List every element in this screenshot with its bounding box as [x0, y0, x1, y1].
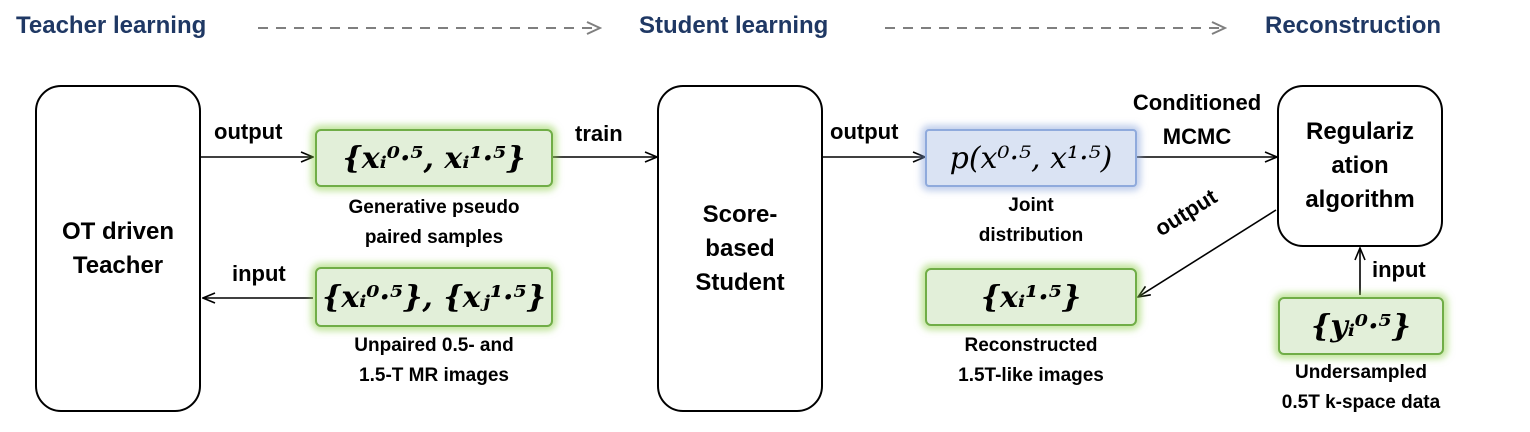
label-train: train	[575, 121, 623, 146]
joint-distribution-formula: p(x⁰·⁵, x¹·⁵)	[949, 140, 1113, 176]
caption-paired-samples: Generative pseudo paired samples	[348, 197, 520, 248]
student-node-label: Score- based Student	[695, 200, 785, 296]
undersampled-data-box: {yᵢ⁰·⁵}	[1278, 297, 1444, 355]
regularization-node: Regulariz ation algorithm	[1277, 85, 1443, 247]
unpaired-images-box: {xᵢ⁰·⁵}, {xⱼ¹·⁵}	[315, 267, 553, 327]
teacher-node-label: OT driven Teacher	[61, 217, 175, 279]
label-teacher-output: output	[214, 119, 283, 144]
student-node: Score- based Student	[657, 85, 823, 412]
reconstructed-images-box: {xᵢ¹·⁵}	[925, 268, 1137, 326]
caption-reconstructed-images: Reconstructed 1.5T-like images	[958, 335, 1104, 386]
reconstructed-images-formula: {xᵢ¹·⁵}	[980, 279, 1082, 315]
caption-undersampled-data: Undersampled 0.5T k-space data	[1281, 362, 1441, 413]
caption-unpaired-images: Unpaired 0.5- and 1.5-T MR images	[354, 335, 514, 386]
paired-samples-formula: {xᵢ⁰·⁵, xᵢ¹·⁵}	[342, 140, 526, 176]
undersampled-data-formula: {yᵢ⁰·⁵}	[1311, 308, 1411, 344]
regularization-node-label: Regulariz ation algorithm	[1305, 118, 1415, 213]
stage-title-teacher: Teacher learning	[16, 12, 207, 39]
paired-samples-box: {xᵢ⁰·⁵, xᵢ¹·⁵}	[315, 129, 553, 187]
arrow-recon-output	[1138, 209, 1277, 297]
label-conditioned-mcmc: Conditioned MCMC	[1132, 90, 1262, 149]
label-reg-input: input	[1372, 257, 1426, 282]
joint-distribution-box: p(x⁰·⁵, x¹·⁵)	[925, 129, 1137, 187]
unpaired-images-formula: {xᵢ⁰·⁵}, {xⱼ¹·⁵}	[322, 279, 546, 315]
stage-title-reconstruction: Reconstruction	[1265, 12, 1442, 39]
caption-joint-distribution: Joint distribution	[978, 195, 1084, 246]
stage-title-student: Student learning	[639, 12, 829, 39]
teacher-node: OT driven Teacher	[35, 85, 201, 412]
label-student-output: output	[830, 119, 899, 144]
label-teacher-input: input	[232, 261, 286, 286]
